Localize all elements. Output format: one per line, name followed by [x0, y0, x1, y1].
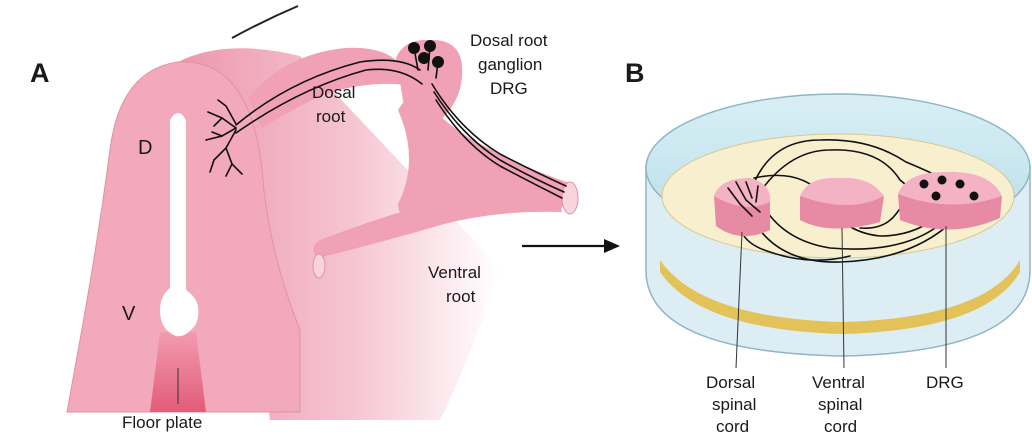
svg-text:ganglion: ganglion	[478, 55, 542, 74]
dorsal-cord-label: Dorsal spinal cord	[706, 373, 756, 436]
panel-a-letter: A	[30, 58, 50, 88]
svg-text:Dorsal: Dorsal	[706, 373, 755, 392]
svg-text:Dosal: Dosal	[312, 83, 355, 102]
svg-text:Dosal root: Dosal root	[470, 31, 548, 50]
ventral-marker: V	[122, 303, 136, 325]
drg-explant	[898, 172, 1002, 230]
transfer-arrow	[522, 239, 620, 253]
svg-text:DRG: DRG	[490, 79, 528, 98]
panel-b-letter: B	[625, 58, 645, 88]
dorsal-explant	[714, 178, 770, 236]
panel-b: B	[625, 58, 1030, 436]
ventral-root-cut-end	[313, 254, 325, 278]
ventral-explant	[800, 178, 884, 229]
svg-text:root: root	[316, 107, 346, 126]
ventral-cord-label: Ventral spinal cord	[812, 373, 865, 436]
svg-text:spinal: spinal	[712, 395, 756, 414]
drg-label: DRG	[926, 373, 964, 392]
svg-text:Ventral: Ventral	[812, 373, 865, 392]
ganglion-label: Dosal root ganglion DRG	[470, 31, 548, 98]
cropped-stroke	[232, 6, 298, 38]
nerve-cut-end	[562, 182, 578, 214]
svg-text:cord: cord	[716, 417, 749, 436]
panel-a: A	[30, 31, 578, 432]
floor-plate-label: Floor plate	[122, 413, 202, 432]
svg-text:spinal: spinal	[818, 395, 862, 414]
svg-text:Ventral: Ventral	[428, 263, 481, 282]
svg-text:root: root	[446, 287, 476, 306]
svg-text:cord: cord	[824, 417, 857, 436]
dorsal-marker: D	[138, 137, 152, 159]
